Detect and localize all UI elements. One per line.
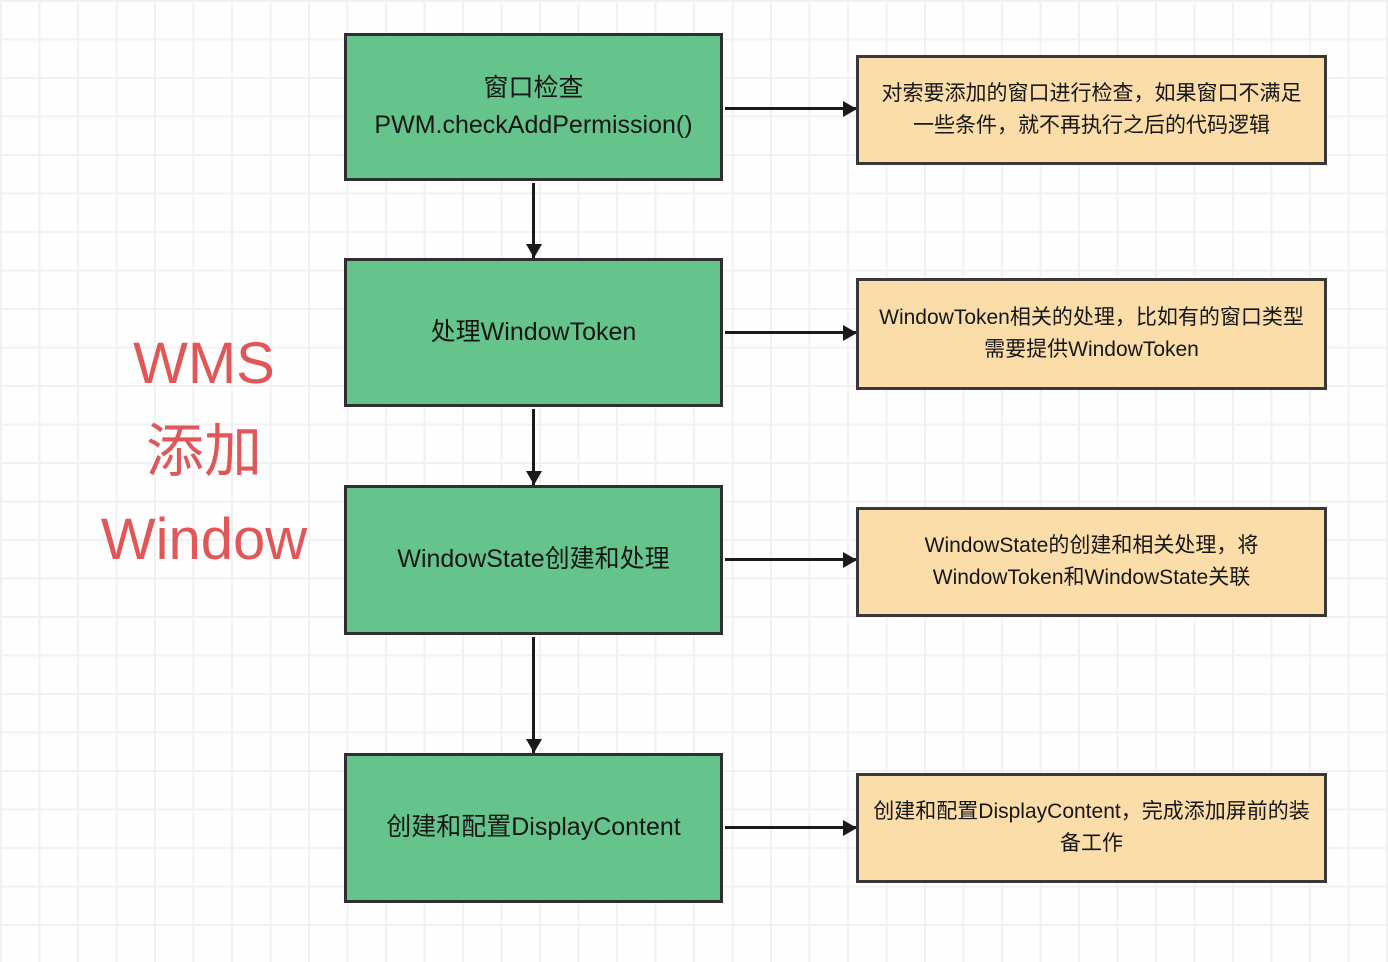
note-box-display-content: 创建和配置DisplayContent，完成添加屏前的装备工作 bbox=[856, 773, 1327, 883]
step-box-window-token: 处理WindowToken bbox=[344, 258, 723, 407]
arrow-step2-to-note2 bbox=[725, 331, 856, 334]
step-box-window-state: WindowState创建和处理 bbox=[344, 485, 723, 635]
arrow-step3-to-step4 bbox=[532, 637, 535, 753]
arrow-step1-to-step2 bbox=[532, 183, 535, 258]
diagram-title-line-3: Window bbox=[100, 507, 308, 572]
note-box-window-token: WindowToken相关的处理，比如有的窗口类型需要提供WindowToken bbox=[856, 278, 1327, 390]
arrow-step1-to-note1 bbox=[725, 107, 856, 110]
note-box-window-check: 对索要添加的窗口进行检查，如果窗口不满足一些条件，就不再执行之后的代码逻辑 bbox=[856, 55, 1327, 165]
arrow-step4-to-note4 bbox=[725, 826, 856, 829]
step-box-window-check: 窗口检查 PWM.checkAddPermission() bbox=[344, 33, 723, 181]
diagram-title: WMS 添加 Window bbox=[66, 320, 342, 584]
arrow-step2-to-step3 bbox=[532, 409, 535, 485]
step-box-display-content: 创建和配置DisplayContent bbox=[344, 753, 723, 903]
arrow-step3-to-note3 bbox=[725, 558, 856, 561]
note-box-window-state: WindowState的创建和相关处理，将WindowToken和WindowS… bbox=[856, 507, 1327, 617]
diagram-title-line-1: WMS bbox=[133, 331, 275, 396]
diagram-title-line-2: 添加 bbox=[145, 419, 262, 484]
